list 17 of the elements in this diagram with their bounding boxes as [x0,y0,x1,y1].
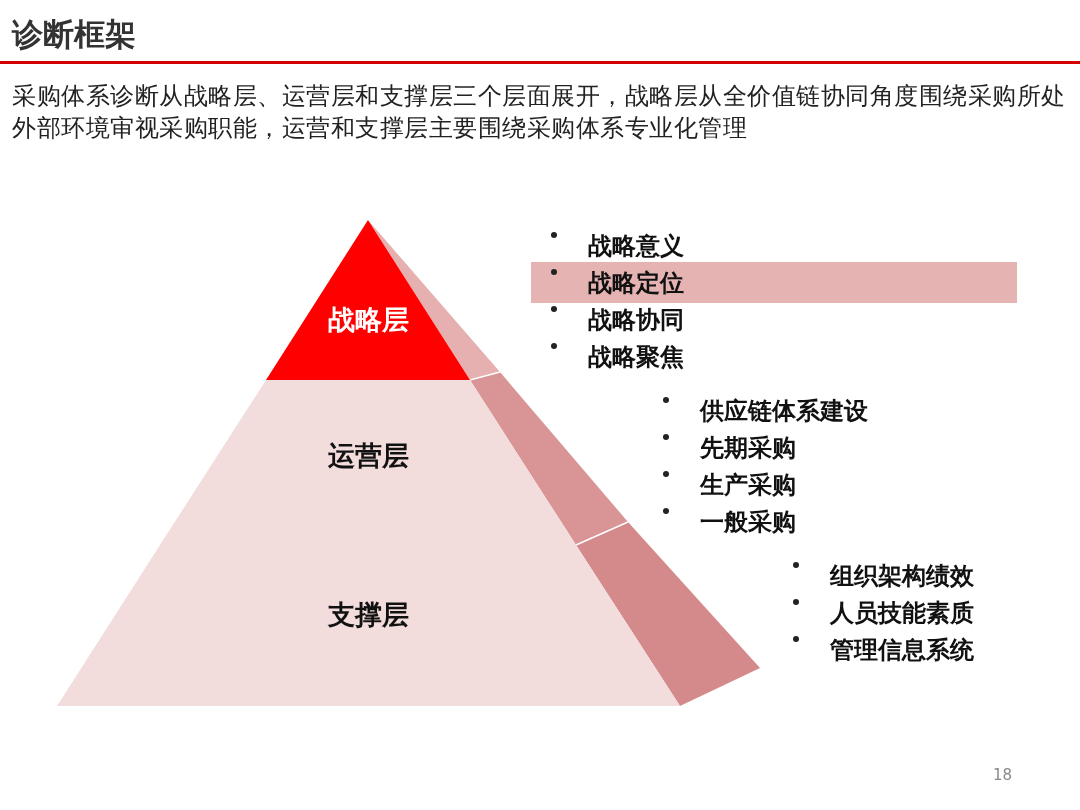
bullet-text: 战略定位 [588,268,684,298]
bullet-text: 生产采购 [700,470,796,500]
bullet-text: 人员技能素质 [830,598,974,628]
bullet-text: 战略聚焦 [588,342,684,372]
bullet-text: 战略意义 [588,231,684,261]
layer-label: 运营层 [326,439,410,473]
bullet-text: 战略协同 [588,305,684,335]
bullet-text: 一般采购 [700,507,796,537]
bullet-text: 管理信息系统 [830,635,974,665]
layer-label: 战略层 [326,303,410,337]
bullet-text: 组织架构绩效 [830,561,974,591]
layer-label: 支撑层 [327,598,410,632]
intro-paragraph: 采购体系诊断从战略层、运营层和支撑层三个层面展开，战略层从全价值链协同角度围绕采购所处外部环境审视采购职能，运营和支撑层主要围绕采购体系专业化管理 [12,81,1067,144]
slide-title: 诊断框架 [12,15,136,54]
bullet-text: 供应链体系建设 [700,396,868,426]
bullet-text: 先期采购 [700,433,796,463]
page-number: 18 [993,766,1013,784]
